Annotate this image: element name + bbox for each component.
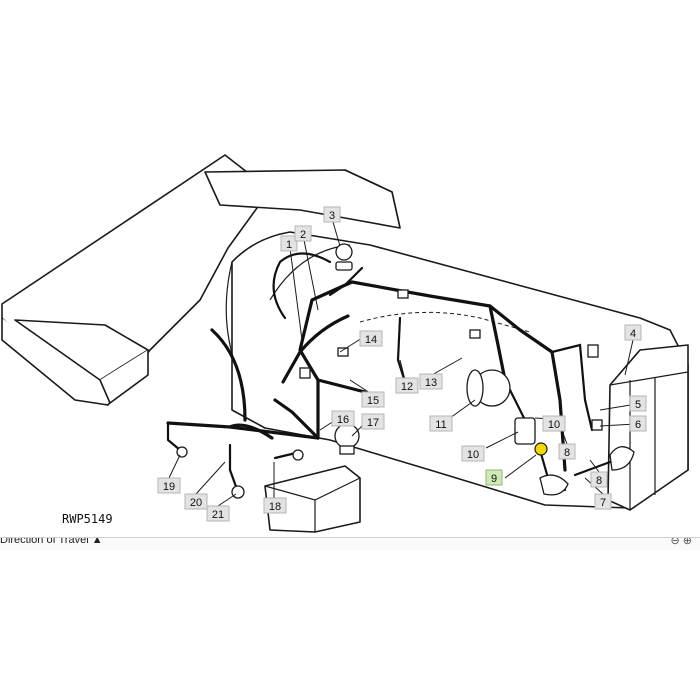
callout-9: 9 bbox=[485, 469, 503, 486]
main-harness bbox=[166, 280, 567, 472]
callout-18: 18 bbox=[263, 497, 287, 514]
zoom-controls[interactable]: ⊖ ⊕ bbox=[670, 537, 693, 547]
callout-10b: 10 bbox=[542, 415, 566, 432]
svg-text:7: 7 bbox=[600, 497, 606, 509]
svg-text:8: 8 bbox=[596, 475, 602, 487]
callout-8b: 8 bbox=[558, 443, 576, 460]
svg-text:5: 5 bbox=[635, 399, 641, 411]
components bbox=[176, 243, 635, 499]
svg-text:10: 10 bbox=[467, 449, 479, 461]
svg-text:20: 20 bbox=[190, 497, 202, 509]
svg-text:3: 3 bbox=[329, 210, 335, 222]
svg-text:1: 1 bbox=[286, 239, 292, 251]
figure-reference-code: RWP5149 bbox=[62, 512, 113, 526]
internal-harness-route bbox=[359, 311, 531, 333]
svg-text:9: 9 bbox=[491, 473, 497, 485]
callout-10a: 10 bbox=[461, 445, 485, 462]
svg-text:4: 4 bbox=[630, 328, 636, 340]
svg-text:19: 19 bbox=[163, 481, 175, 493]
callout-17: 17 bbox=[361, 413, 385, 430]
svg-text:6: 6 bbox=[635, 419, 641, 431]
svg-text:13: 13 bbox=[425, 377, 437, 389]
machine-body-outline bbox=[1, 154, 689, 533]
svg-text:12: 12 bbox=[401, 381, 413, 393]
callout-20: 20 bbox=[184, 493, 208, 510]
callout-16: 16 bbox=[331, 410, 355, 427]
callout-5: 5 bbox=[629, 395, 647, 412]
callout-21: 21 bbox=[206, 505, 230, 522]
callout-8a: 8 bbox=[590, 471, 608, 488]
callout-4: 4 bbox=[624, 324, 642, 341]
callout-19: 19 bbox=[157, 477, 181, 494]
callout-tags: 1 2 3 4 5 6 7 8 8 9 10 10 11 12 13 14 15… bbox=[157, 206, 647, 522]
svg-text:11: 11 bbox=[435, 419, 446, 431]
callout-15: 15 bbox=[361, 391, 385, 408]
callout-3: 3 bbox=[323, 206, 341, 223]
footer-bar: Direction of Travel ▲ ⊖ ⊕ bbox=[0, 537, 700, 550]
highlighted-component bbox=[534, 442, 548, 456]
callout-13: 13 bbox=[419, 373, 443, 390]
callout-7: 7 bbox=[594, 493, 612, 510]
svg-text:10: 10 bbox=[548, 419, 560, 431]
svg-text:21: 21 bbox=[212, 509, 224, 521]
svg-text:2: 2 bbox=[300, 229, 306, 241]
svg-text:8: 8 bbox=[564, 447, 570, 459]
callout-12: 12 bbox=[395, 377, 419, 394]
callout-11: 11 bbox=[429, 415, 453, 432]
svg-text:15: 15 bbox=[367, 395, 379, 407]
svg-text:16: 16 bbox=[337, 414, 349, 426]
svg-text:17: 17 bbox=[367, 417, 379, 429]
callout-6: 6 bbox=[629, 415, 647, 432]
direction-of-travel-label: Direction of Travel ▲ bbox=[0, 537, 103, 546]
callout-14: 14 bbox=[359, 330, 383, 347]
svg-text:18: 18 bbox=[269, 501, 281, 513]
svg-text:14: 14 bbox=[365, 334, 377, 346]
callout-1: 1 bbox=[280, 235, 298, 252]
callout-2: 2 bbox=[294, 225, 312, 242]
